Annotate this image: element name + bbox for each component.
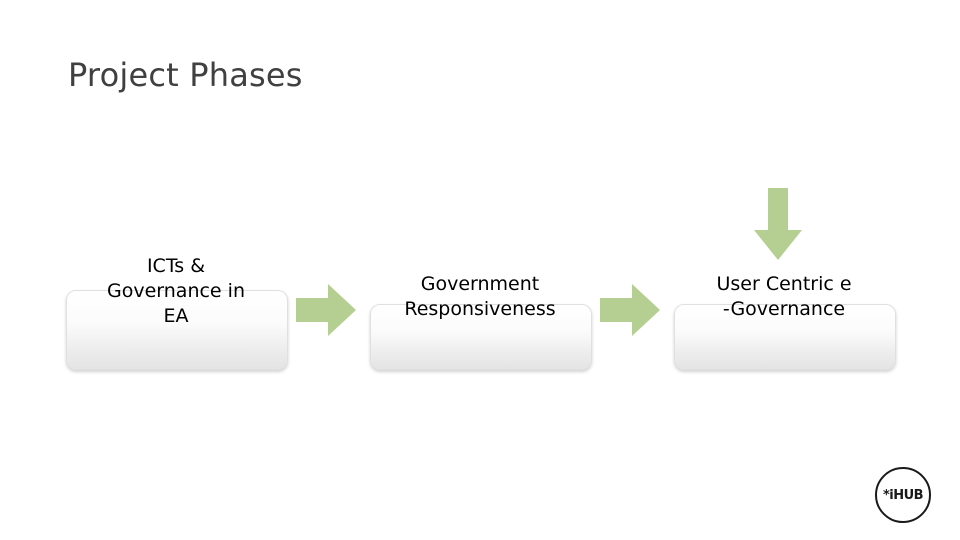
ihub-logo: *iHUB	[872, 464, 934, 526]
phase-label-1: ICTs & Governance in EA	[107, 255, 245, 327]
arrow-right-icon-2	[600, 282, 660, 338]
phase-box-3[interactable]	[674, 304, 896, 370]
phase-box-2[interactable]	[370, 304, 592, 370]
arrow-down-icon	[752, 188, 804, 260]
phase-label-2: Government Responsiveness	[404, 273, 556, 320]
page-title: Project Phases	[68, 56, 303, 94]
phase-box-1[interactable]	[66, 290, 288, 370]
arrow-right-icon-1	[296, 282, 356, 338]
phase-label-3: User Centric e -Governance	[716, 273, 852, 320]
ihub-logo-text: *iHUB	[882, 487, 924, 503]
